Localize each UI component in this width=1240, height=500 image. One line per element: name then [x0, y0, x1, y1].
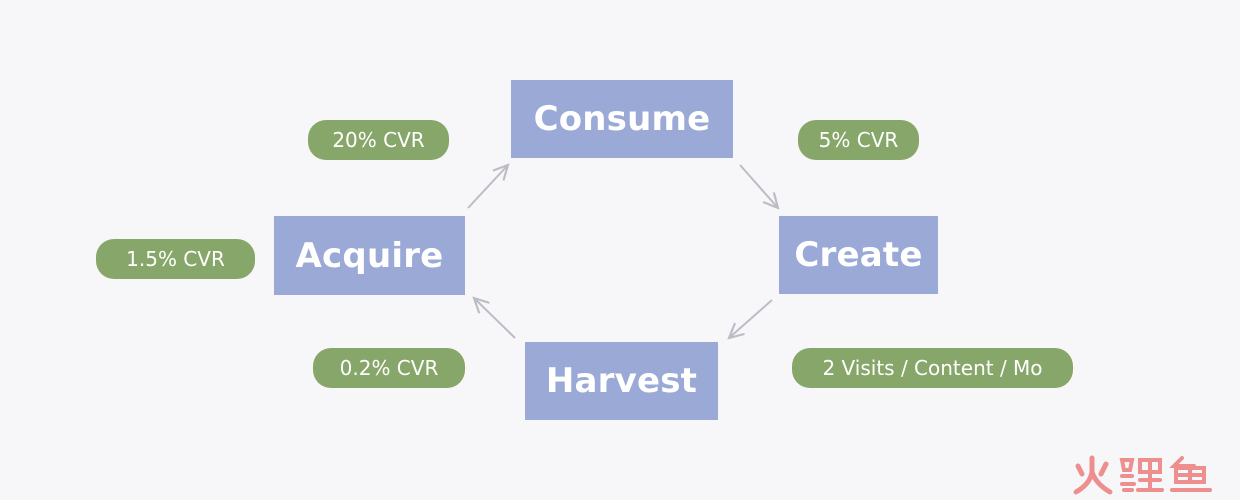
metric-consume-to-create: 5% CVR — [798, 120, 919, 160]
node-harvest: Harvest — [525, 342, 718, 420]
watermark-logo — [1073, 455, 1212, 495]
arrow-create-to-harvest — [729, 299, 773, 338]
metric-create-to-harvest: 2 Visits / Content / Mo — [792, 348, 1073, 388]
node-consume: Consume — [511, 80, 733, 158]
arrow-harvest-to-acquire — [474, 298, 516, 339]
metric-harvest-to-acquire: 0.2% CVR — [313, 348, 465, 388]
node-create: Create — [779, 216, 938, 294]
arrow-acquire-to-consume — [467, 165, 508, 209]
arrow-consume-to-create — [739, 164, 778, 208]
metric-acquire-input: 1.5% CVR — [96, 239, 255, 279]
node-acquire: Acquire — [274, 216, 465, 295]
metric-acquire-to-consume: 20% CVR — [308, 120, 449, 160]
